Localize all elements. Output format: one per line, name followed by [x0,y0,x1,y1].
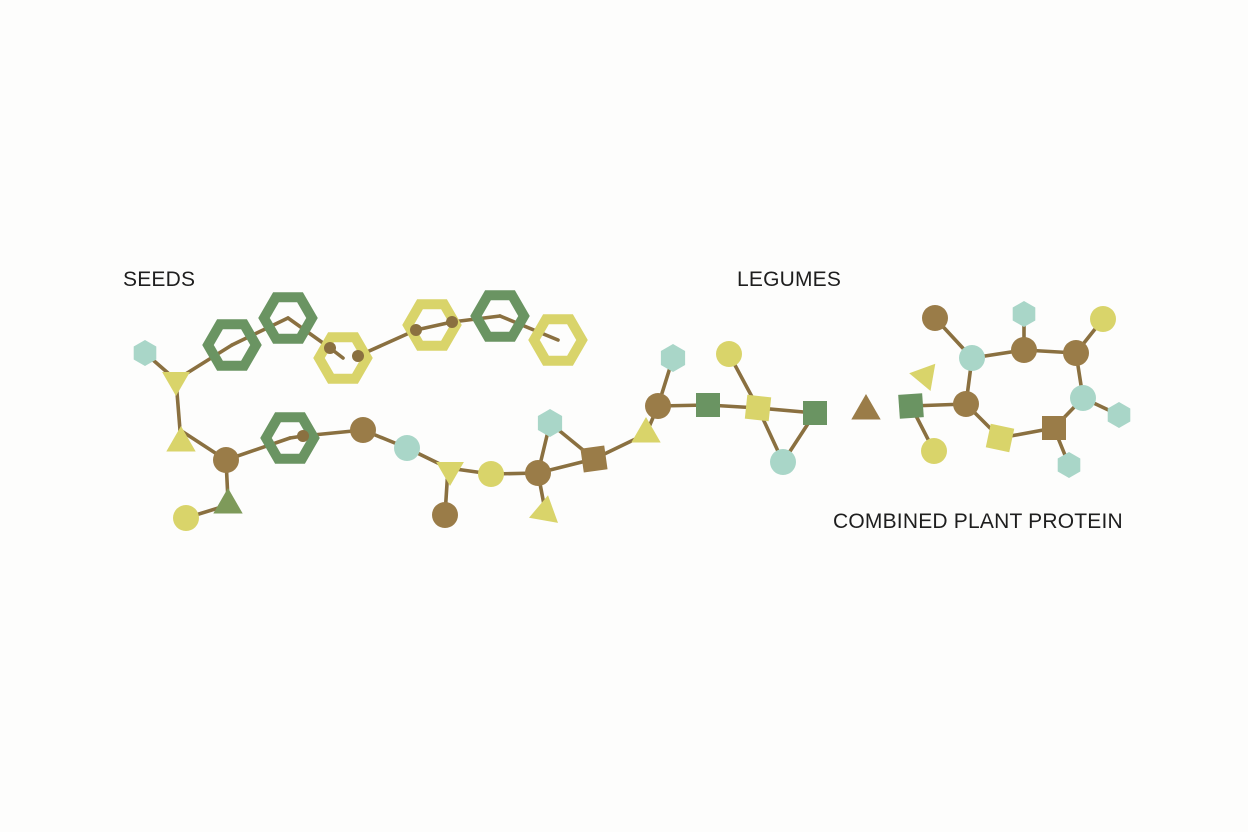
hexagon-atom [1107,402,1131,428]
circle-atom [1011,337,1037,363]
circle-atom [645,393,671,419]
triangle-atom [529,495,558,523]
circle-atom [1070,385,1096,411]
linker-dot [297,430,309,442]
circle-atom [1063,340,1089,366]
triangle-atom [631,417,661,443]
circle-atom [1090,306,1116,332]
hexagon-ring [470,290,530,342]
combined-plant-protein-label: COMBINED PLANT PROTEIN [833,510,1123,533]
square-atom [1042,416,1066,440]
triangle-atom [166,426,196,452]
hexagon-atom [660,344,686,372]
seeds-label: SEEDS [123,268,196,291]
circle-atom [922,305,948,331]
square-atom [985,423,1015,453]
triangle-atom [851,394,881,420]
hexagon-atom [1057,452,1081,478]
square-atom [580,445,608,473]
hexagon-ring [402,299,462,351]
circle-atom [716,341,742,367]
triangle-atom [909,363,936,391]
legumes-label: LEGUMES [737,268,842,291]
hexagon-ring [528,314,588,366]
hexagon-atom [133,340,157,366]
circle-atom [478,461,504,487]
square-atom [744,394,772,422]
circle-atom [173,505,199,531]
molecule-atoms [133,290,1131,531]
triangle-atom [436,462,464,486]
square-atom [803,401,827,425]
hexagon-ring [313,332,373,384]
hexagon-ring [258,292,318,344]
circle-atom [350,417,376,443]
linker-dot [446,316,458,328]
circle-atom [394,435,420,461]
bond-line [414,320,454,332]
circle-atom [525,460,551,486]
circle-atom [432,502,458,528]
square-atom [696,393,720,417]
linker-dot [352,350,364,362]
hexagon-ring [260,412,320,464]
bond-line [230,316,290,347]
circle-atom [770,449,796,475]
circle-atom [953,391,979,417]
circle-atom [921,438,947,464]
bond-line [498,314,560,342]
circle-atom [213,447,239,473]
hexagon-ring [202,319,262,371]
circle-atom [959,345,985,371]
square-atom [898,393,924,419]
hexagon-atom [537,409,563,437]
triangle-atom [162,372,190,396]
linker-dot [410,324,422,336]
linker-dot [324,342,336,354]
triangle-atom [213,488,243,514]
hexagon-atom [1012,301,1036,327]
